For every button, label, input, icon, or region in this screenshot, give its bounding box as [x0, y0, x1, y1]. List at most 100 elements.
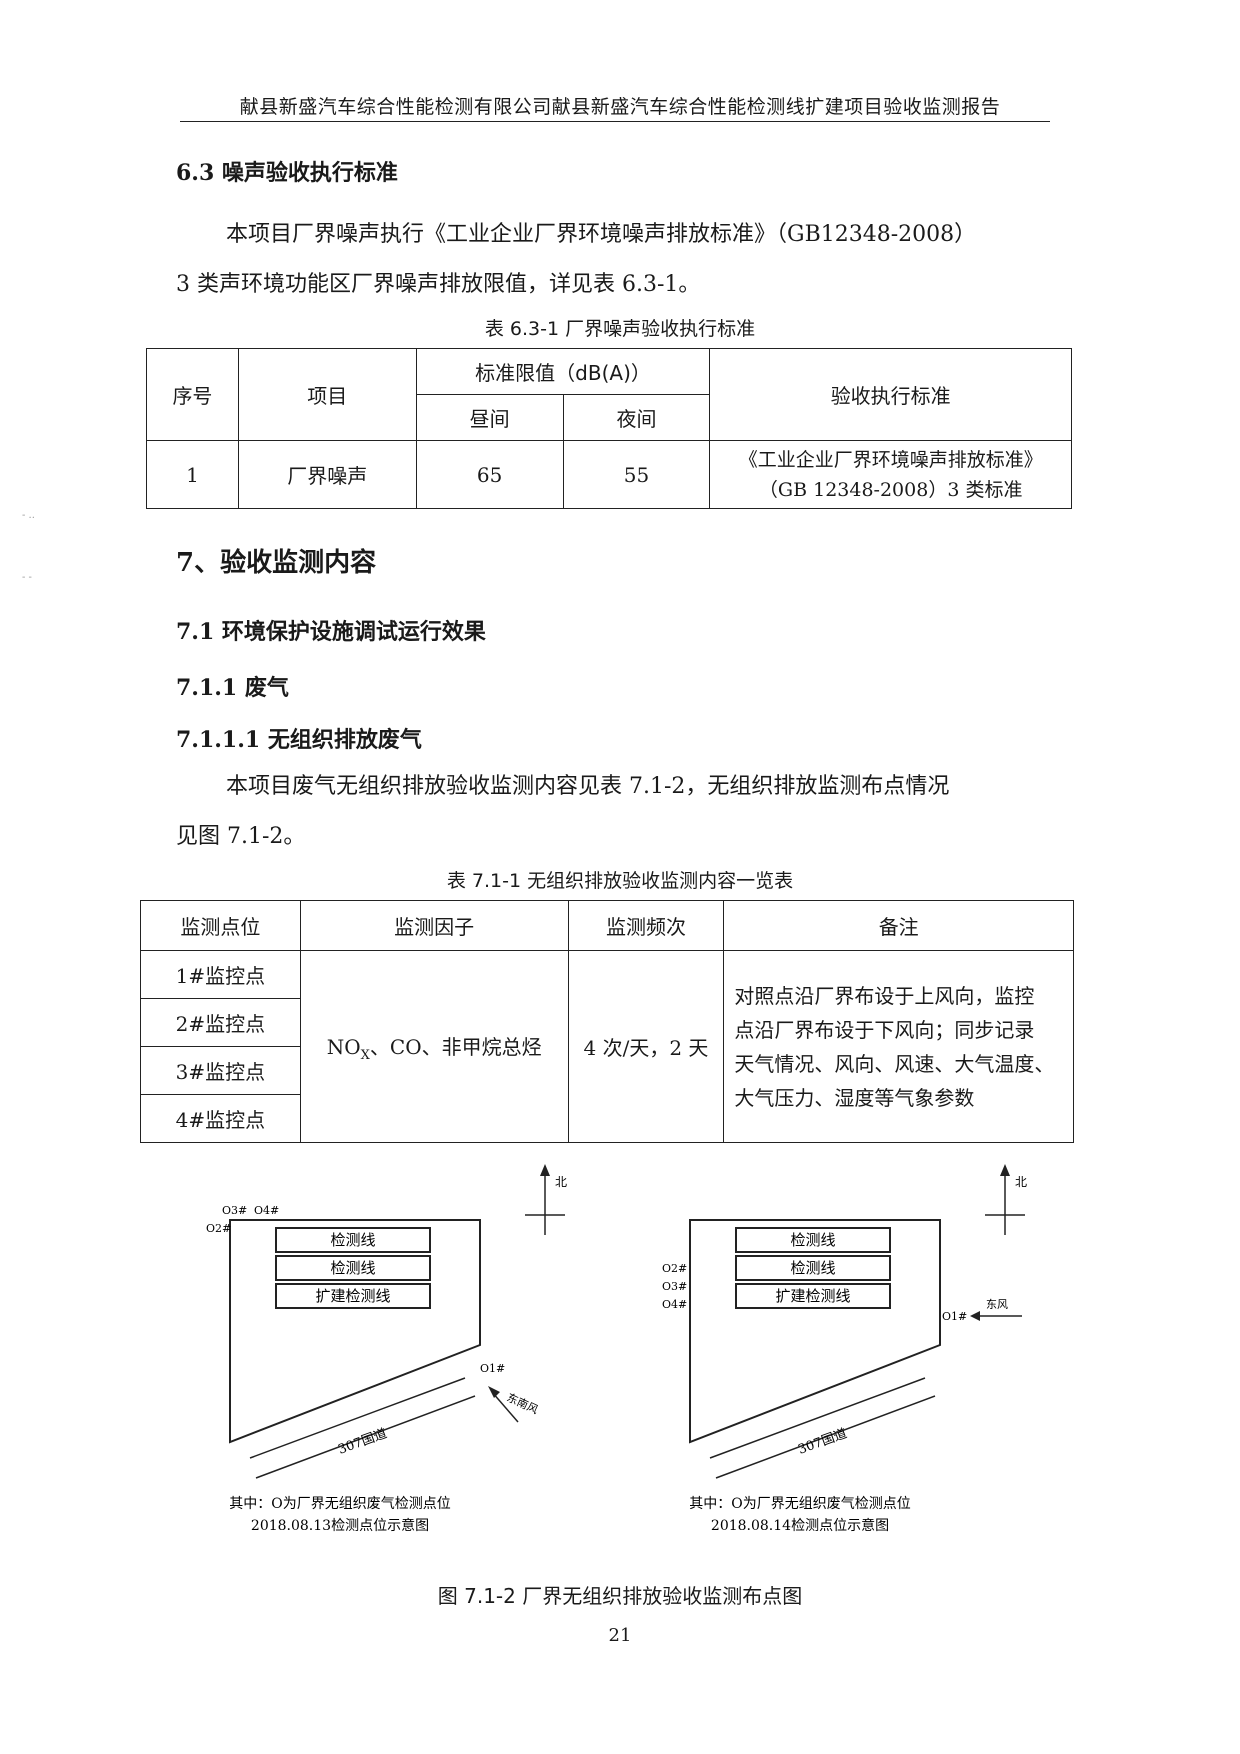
para-line: 本项目废气无组织排放验收监测内容见表 7.1-2，无组织排放监测布点情况 [226, 774, 950, 799]
wind-arrow: 东风 [970, 1298, 1022, 1321]
section-6-3-heading: 6.3 噪声验收执行标准 [176, 160, 398, 186]
para-line: 本项目厂界噪声执行《工业企业厂界环境噪声排放标准》（GB12348-2008） [226, 222, 977, 247]
road-edge [715, 1395, 936, 1479]
point-4-label: O4# [662, 1298, 687, 1311]
expansion-line-label: 扩建检测线 [315, 1287, 390, 1305]
page-number: 21 [608, 1625, 632, 1646]
test-line-label: 检测线 [330, 1231, 375, 1249]
cell-item: 厂界噪声 [237, 440, 417, 509]
factor-no: NO [326, 1034, 361, 1059]
section-7-paragraph: 本项目废气无组织排放验收监测内容见表 7.1-2，无组织排放监测布点情况 见图 … [176, 762, 1076, 862]
road-label: 307国道 [796, 1426, 849, 1457]
section-7-1-1-heading: 7.1.1 废气 [176, 675, 289, 701]
road-label: 307国道 [336, 1426, 389, 1457]
test-line-box [275, 1227, 431, 1253]
cell-point: 4#监控点 [140, 1094, 301, 1143]
scan-mark: - - [22, 572, 32, 583]
cell-night: 55 [562, 440, 711, 509]
plant-boundary [229, 1219, 481, 1444]
monitoring-diagram-0813: 北 检测线 检测线 扩建检测线 O3# O4# O2# O1# 东南风 307国… [206, 1164, 567, 1534]
caption-text: 表 7.1-1 无组织排放验收监测内容一览表 [446, 870, 794, 892]
plant-boundary [689, 1219, 941, 1444]
caption-text: 图 7.1-2 厂界无组织排放验收监测布点图 [437, 1584, 803, 1608]
point-1-label: O1# [480, 1362, 505, 1375]
col-header-day: 昼间 [415, 394, 564, 441]
expansion-line-box [735, 1283, 891, 1309]
para-line: 3 类声环境功能区厂界噪声排放限值，详见表 6.3-1。 [176, 272, 701, 297]
col-header-standard: 验收执行标准 [709, 348, 1072, 441]
test-line-box [275, 1255, 431, 1281]
point-2-label: O2# [206, 1222, 231, 1235]
note-line: 对照点沿厂界布设于上风向，监控 [734, 983, 1035, 1008]
north-label: 北 [1015, 1175, 1027, 1189]
table-7-1-1-caption: 表 7.1-1 无组织排放验收监测内容一览表 [100, 866, 1140, 893]
table-row: 3#监控点 [140, 1046, 1074, 1095]
cell-factor: NOX、CO、非甲烷总烃 [299, 950, 569, 1143]
point-3-label: O3# [662, 1280, 687, 1293]
cell-day: 65 [415, 440, 564, 509]
section-7-1-1-1-heading: 7.1.1.1 无组织排放废气 [176, 727, 422, 753]
scan-mark: - .. [22, 510, 35, 521]
col-header-limit: 标准限值（dB(A)） [415, 348, 711, 395]
test-line-label: 检测线 [790, 1231, 835, 1249]
col-header-frequency: 监测频次 [567, 900, 725, 951]
section-7-1-heading: 7.1 环境保护设施调试运行效果 [176, 619, 486, 645]
note-line: 点沿厂界布设于下风向；同步记录 [734, 1017, 1035, 1042]
cell-frequency: 4 次/天，2 天 [567, 950, 725, 1143]
monitoring-diagram-0814: 北 检测线 检测线 扩建检测线 O2# O3# O4# O1# 东风 307国道… [662, 1164, 1027, 1534]
legend-text: 其中：O为厂界无组织废气检测点位 [689, 1496, 910, 1512]
section-7-heading: 7、验收监测内容 [176, 548, 377, 578]
figure-7-1-2-caption: 图 7.1-2 厂界无组织排放验收监测布点图 [0, 1580, 1240, 1609]
north-label: 北 [555, 1175, 567, 1189]
expansion-line-label: 扩建检测线 [775, 1287, 850, 1305]
cell-no: 1 [146, 440, 239, 509]
caption-text: 表 6.3-1 厂界噪声验收执行标准 [484, 318, 756, 340]
col-header-factor: 监测因子 [299, 900, 569, 951]
north-arrow: 北 [525, 1164, 567, 1235]
point-1-label: O1# [942, 1310, 967, 1323]
cell-point: 3#监控点 [140, 1046, 301, 1095]
wind-label: 东风 [986, 1298, 1008, 1311]
noise-standard-table: 序号 项目 标准限值（dB(A)） 验收执行标准 昼间 夜间 1 厂界噪声 65… [146, 348, 1072, 509]
para-line: 见图 7.1-2。 [176, 824, 306, 849]
point-4-label: O4# [254, 1204, 279, 1217]
expansion-line-box [275, 1283, 431, 1309]
cell-point: 1#监控点 [140, 950, 301, 999]
col-header-note: 备注 [723, 900, 1074, 951]
test-line-label: 检测线 [330, 1259, 375, 1277]
road-edge [709, 1377, 926, 1459]
test-line-label: 检测线 [790, 1259, 835, 1277]
point-3-label: O3# [222, 1204, 247, 1217]
diagram-date: 2018.08.13检测点位示意图 [251, 1517, 429, 1534]
factor-rest: 、CO、非甲烷总烃 [369, 1034, 542, 1059]
test-line-box [735, 1227, 891, 1253]
point-2-label: O2# [662, 1262, 687, 1275]
road-edge [255, 1395, 476, 1479]
table-row: 4#监控点 [140, 1094, 1074, 1143]
report-header-title: 献县新盛汽车综合性能检测有限公司献县新盛汽车综合性能检测线扩建项目验收监测报告 [239, 96, 1001, 118]
road-edge [249, 1377, 466, 1459]
test-line-box [735, 1255, 891, 1281]
col-header-no: 序号 [146, 348, 239, 441]
standard-line: （GB 12348-2008）3 类标准 [758, 478, 1023, 501]
col-header-point: 监测点位 [140, 900, 301, 951]
cell-standard: 《工业企业厂界环境噪声排放标准》 （GB 12348-2008）3 类标准 [709, 440, 1072, 509]
standard-line: 《工业企业厂界环境噪声排放标准》 [738, 448, 1043, 471]
col-header-night: 夜间 [562, 394, 711, 441]
cell-point: 2#监控点 [140, 998, 301, 1047]
legend-text: 其中：O为厂界无组织废气检测点位 [229, 1496, 450, 1512]
table-row: 1 厂界噪声 65 55 《工业企业厂界环境噪声排放标准》 （GB 12348-… [146, 440, 1072, 509]
note-line: 大气压力、湿度等气象参数 [734, 1085, 975, 1110]
table-6-3-1-caption: 表 6.3-1 厂界噪声验收执行标准 [100, 314, 1140, 341]
cell-note: 对照点沿厂界布设于上风向，监控 点沿厂界布设于下风向；同步记录 天气情况、风向、… [723, 950, 1074, 1143]
table-row: 1#监控点 NOX、CO、非甲烷总烃 4 次/天，2 天 对照点沿厂界布设于上风… [140, 950, 1074, 1143]
north-arrow: 北 [985, 1164, 1027, 1235]
factor-subscript: X [360, 1047, 370, 1063]
header-divider [180, 121, 1050, 122]
note-line: 天气情况、风向、风速、大气温度、 [734, 1051, 1055, 1076]
section-6-3-paragraph: 本项目厂界噪声执行《工业企业厂界环境噪声排放标准》（GB12348-2008） … [176, 210, 1076, 310]
table-row: 2#监控点 [140, 998, 1074, 1047]
unorganized-emission-table: 监测点位 监测因子 监测频次 备注 1#监控点 NOX、CO、非甲烷总烃 4 次… [140, 900, 1074, 1143]
diagram-date: 2018.08.14检测点位示意图 [711, 1517, 889, 1534]
wind-arrow: 东南风 [488, 1386, 540, 1423]
